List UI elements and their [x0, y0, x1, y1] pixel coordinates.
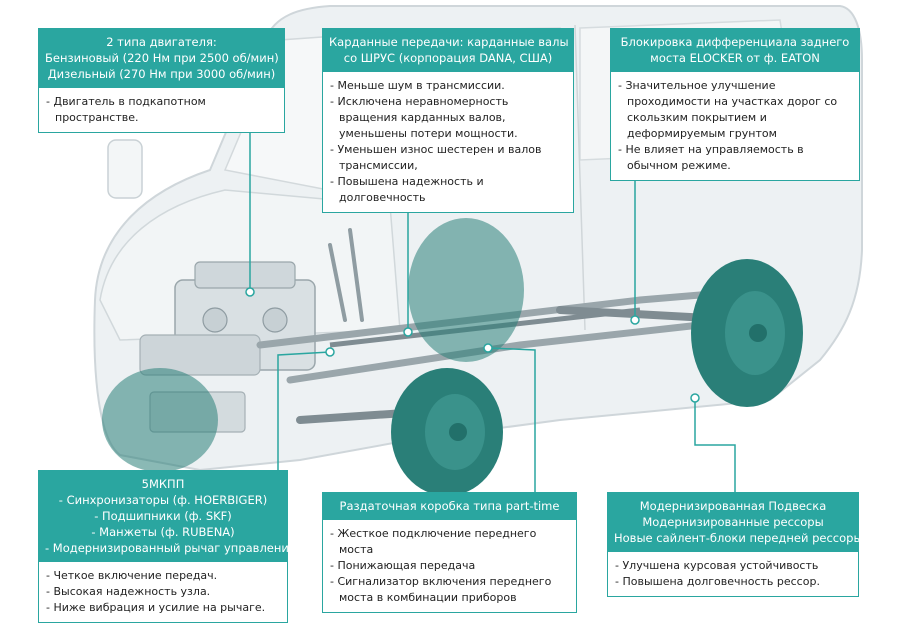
transfer-benefits: Жесткое подключение переднего моста Пони…: [323, 520, 576, 612]
door-line: [574, 24, 586, 331]
engine-header-line: Бензиновый (220 Нм при 2500 об/мин): [45, 51, 279, 65]
gearbox-header-line: - Подшипники (ф. SKF): [94, 509, 232, 523]
suspension-benefit: Улучшена курсовая устойчивость: [615, 558, 850, 574]
gearbox-header-line: - Модернизированный рычаг управления: [45, 541, 296, 555]
engine-header-line: Дизельный (270 Нм при 3000 об/мин): [47, 67, 276, 81]
callout-locker-header: Блокировка дифференциала заднего моста E…: [611, 29, 859, 72]
locker-header-line: Блокировка дифференциала заднего: [620, 35, 850, 49]
locker-header-line: моста ELOCKER от ф. EATON: [650, 51, 820, 65]
callout-gearbox: 5МКПП - Синхронизаторы (ф. HOERBIGER) - …: [38, 470, 296, 623]
callout-transfer-case: Раздаточная коробка типа part-time Жестк…: [322, 492, 577, 613]
engine-benefit: Двигатель в подкапотном пространстве.: [46, 94, 276, 126]
gearbox-header-line: 5МКПП: [141, 477, 185, 491]
wheel-front-left: [102, 368, 218, 472]
transfer-benefit: Понижающая передача: [330, 558, 568, 574]
driveshaft-header-line: со ШРУС (корпорация DANA, США): [343, 51, 553, 65]
suspension-benefit: Повышена долговечность рессор.: [615, 574, 850, 590]
gearbox-benefit: Ниже вибрация и усилие на рычаге.: [46, 600, 279, 616]
locker-benefit: Не влияет на управляемость в обычном реж…: [618, 142, 851, 174]
suspension-header-line: Модернизированная Подвеска: [639, 499, 827, 513]
driveshaft-benefits: Меньше шум в трансмиссии. Исключена нера…: [323, 72, 573, 212]
transfer-benefit: Сигнализатор включения переднего моста в…: [330, 574, 568, 606]
driveshaft-benefit: Исключена неравномерность вращения карда…: [330, 94, 565, 142]
locker-benefits: Значительное улучшение проходимости на у…: [611, 72, 859, 180]
driveshaft-benefit: Уменьшен износ шестерен и валов трансмис…: [330, 142, 565, 174]
engine-benefits: Двигатель в подкапотном пространстве.: [39, 88, 284, 132]
suspension-benefits: Улучшена курсовая устойчивость Повышена …: [608, 552, 858, 596]
driveshaft-benefit: Меньше шум в трансмиссии.: [330, 78, 565, 94]
gearbox-benefit: Высокая надежность узла.: [46, 584, 279, 600]
callout-transfer-header: Раздаточная коробка типа part-time: [323, 493, 576, 520]
gear-lever: [328, 228, 364, 322]
gearbox-header-line: - Манжеты (ф. RUBENA): [91, 525, 235, 539]
callout-engine: 2 типа двигателя: Бензиновый (220 Нм при…: [38, 28, 285, 133]
side-mirror: [107, 139, 143, 199]
wheel-rear-left: [408, 218, 524, 362]
gearbox-benefit: Четкое включение передач.: [46, 568, 279, 584]
suspension-header-line: Модернизированные рессоры: [642, 515, 824, 529]
suspension-header-line: Новые сайлент-блоки передней рессоры: [614, 531, 863, 545]
callout-driveshaft-header: Карданные передачи: карданные валы со ШР…: [323, 29, 573, 72]
wheel-rear-right: [691, 259, 803, 407]
driveshaft-benefit: Повышена надежность и долговечность: [330, 174, 565, 206]
callout-suspension-header: Модернизированная Подвеска Модернизирова…: [608, 493, 863, 552]
engine-header-line: 2 типа двигателя:: [106, 35, 217, 49]
wheel-front-right: [391, 368, 503, 496]
callout-engine-header: 2 типа двигателя: Бензиновый (220 Нм при…: [39, 29, 284, 88]
transfer-header-line: Раздаточная коробка типа part-time: [339, 499, 560, 513]
leader-dots: [245, 287, 700, 403]
gearbox-header-line: - Синхронизаторы (ф. HOERBIGER): [58, 493, 268, 507]
callout-locker: Блокировка дифференциала заднего моста E…: [610, 28, 860, 181]
transfer-benefit: Жесткое подключение переднего моста: [330, 526, 568, 558]
callout-suspension: Модернизированная Подвеска Модернизирова…: [607, 492, 863, 597]
locker-benefit: Значительное улучшение проходимости на у…: [618, 78, 851, 142]
callout-driveshaft: Карданные передачи: карданные валы со ШР…: [322, 28, 574, 213]
leader-lines: [249, 115, 736, 492]
engine-block: [174, 261, 316, 371]
callout-gearbox-header: 5МКПП - Синхронизаторы (ф. HOERBIGER) - …: [39, 471, 296, 562]
front-grille: [139, 334, 261, 376]
driveshaft-header-line: Карданные передачи: карданные валы: [329, 35, 569, 49]
gearbox-benefits: Четкое включение передач. Высокая надежн…: [39, 562, 287, 622]
